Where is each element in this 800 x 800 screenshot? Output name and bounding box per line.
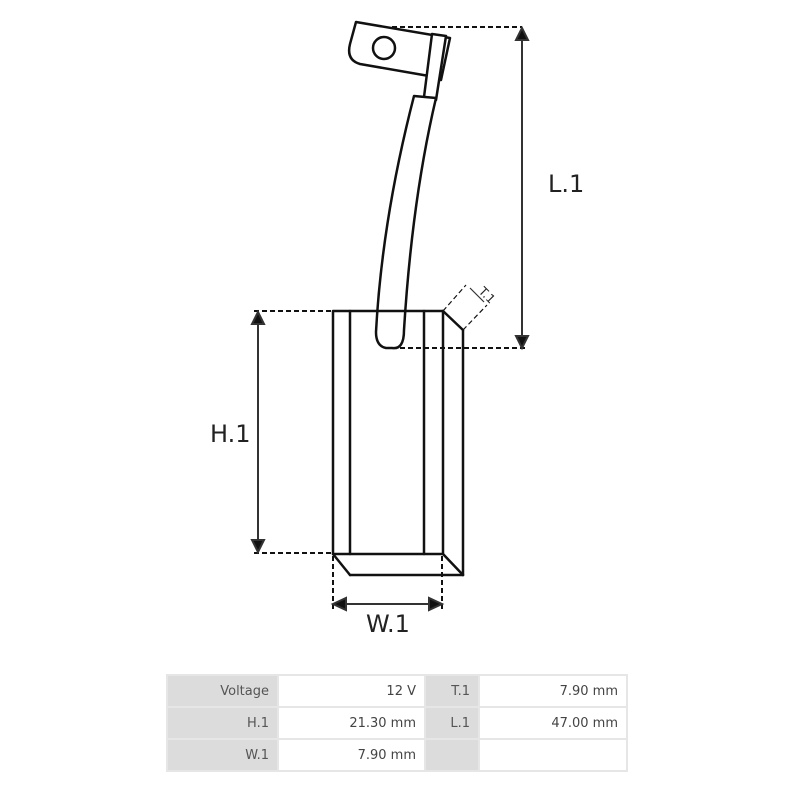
spec-value: 12 V — [279, 676, 424, 706]
table-row: H.1 21.30 mm L.1 47.00 mm — [168, 708, 626, 738]
spec-value: 47.00 mm — [480, 708, 626, 738]
spec-key: L.1 — [426, 708, 478, 738]
brush-dimension-diagram: L.1 H.1 W.1 T.1 — [210, 20, 584, 638]
table-row: W.1 7.90 mm — [168, 740, 626, 770]
spec-key: Voltage — [168, 676, 277, 706]
t1-label: T.1 — [475, 284, 498, 307]
brush-body — [331, 309, 465, 577]
table-row: Voltage 12 V T.1 7.90 mm — [168, 676, 626, 706]
l1-label: L.1 — [548, 170, 584, 198]
spec-table: Voltage 12 V T.1 7.90 mm H.1 21.30 mm L.… — [166, 674, 628, 772]
spec-key: H.1 — [168, 708, 277, 738]
spec-key: T.1 — [426, 676, 478, 706]
spec-value: 7.90 mm — [279, 740, 424, 770]
spec-key: W.1 — [168, 740, 277, 770]
spec-key — [426, 740, 478, 770]
spec-value — [480, 740, 626, 770]
spec-value: 7.90 mm — [480, 676, 626, 706]
terminal-lug — [347, 20, 452, 102]
spec-value: 21.30 mm — [279, 708, 424, 738]
h1-label: H.1 — [210, 420, 251, 448]
w1-label: W.1 — [366, 610, 410, 638]
